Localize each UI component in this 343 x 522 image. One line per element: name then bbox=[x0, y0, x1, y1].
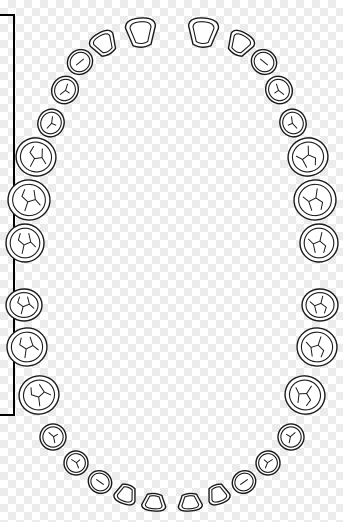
lower-left-tooth-7-outline bbox=[112, 481, 139, 507]
lower-right-tooth-1 bbox=[302, 289, 338, 321]
lower-left-tooth-6 bbox=[84, 466, 116, 498]
lower-right-tooth-3 bbox=[280, 370, 331, 419]
lower-right-tooth-5 bbox=[251, 446, 285, 480]
lower-left-tooth-3-outline bbox=[14, 370, 65, 419]
upper-right-tooth-6 bbox=[284, 133, 332, 180]
lower-left-tooth-3 bbox=[14, 370, 65, 419]
lower-left-tooth-4 bbox=[35, 419, 71, 455]
lower-right-tooth-1-outline bbox=[302, 289, 338, 321]
upper-right-tooth-8-outline bbox=[300, 224, 338, 262]
upper-left-tooth-5 bbox=[33, 105, 68, 141]
lower-left-tooth-1 bbox=[6, 289, 42, 321]
lower-left-tooth-7 bbox=[112, 481, 139, 507]
lower-left-tooth-5-outline bbox=[59, 446, 93, 480]
upper-left-tooth-8-outline bbox=[6, 224, 44, 262]
lower-left-tooth-1-outline bbox=[6, 289, 42, 321]
upper-right-tooth-4 bbox=[260, 71, 297, 109]
lower-left-tooth-5 bbox=[59, 446, 93, 480]
upper-left-tooth-4-outline bbox=[46, 71, 83, 109]
lower-right-tooth-7-outline bbox=[204, 481, 231, 507]
upper-right-tooth-8 bbox=[300, 224, 338, 262]
upper-right-tooth-4-outline bbox=[260, 71, 297, 109]
lower-right-tooth-5-outline bbox=[251, 446, 285, 480]
upper-left-tooth-1 bbox=[125, 17, 157, 49]
lower-right-tooth-2 bbox=[295, 326, 338, 367]
upper-right-tooth-6-outline bbox=[284, 133, 332, 180]
upper-left-tooth-5-outline bbox=[33, 105, 68, 141]
lower-left-tooth-8 bbox=[141, 492, 166, 512]
upper-left-tooth-6 bbox=[12, 133, 60, 180]
lower-left-tooth-2 bbox=[5, 326, 48, 367]
upper-left-tooth-3 bbox=[62, 44, 97, 79]
lower-right-tooth-7 bbox=[204, 481, 231, 507]
upper-right-tooth-1 bbox=[187, 17, 219, 49]
lower-right-tooth-3-outline bbox=[280, 370, 331, 419]
lower-right-tooth-8 bbox=[177, 492, 202, 512]
upper-right-tooth-5-outline bbox=[275, 105, 310, 141]
lower-right-tooth-4-outline bbox=[273, 419, 309, 455]
lower-right-tooth-4 bbox=[273, 419, 309, 455]
upper-left-tooth-4 bbox=[46, 71, 83, 109]
upper-right-tooth-5 bbox=[275, 105, 310, 141]
upper-right-tooth-7 bbox=[292, 178, 337, 222]
upper-left-tooth-6-outline bbox=[12, 133, 60, 180]
upper-left-tooth-8 bbox=[6, 224, 44, 262]
lower-right-tooth-6 bbox=[228, 466, 260, 498]
teeth-group bbox=[5, 17, 338, 512]
upper-right-tooth-3 bbox=[246, 44, 281, 79]
lower-left-tooth-4-outline bbox=[35, 419, 71, 455]
